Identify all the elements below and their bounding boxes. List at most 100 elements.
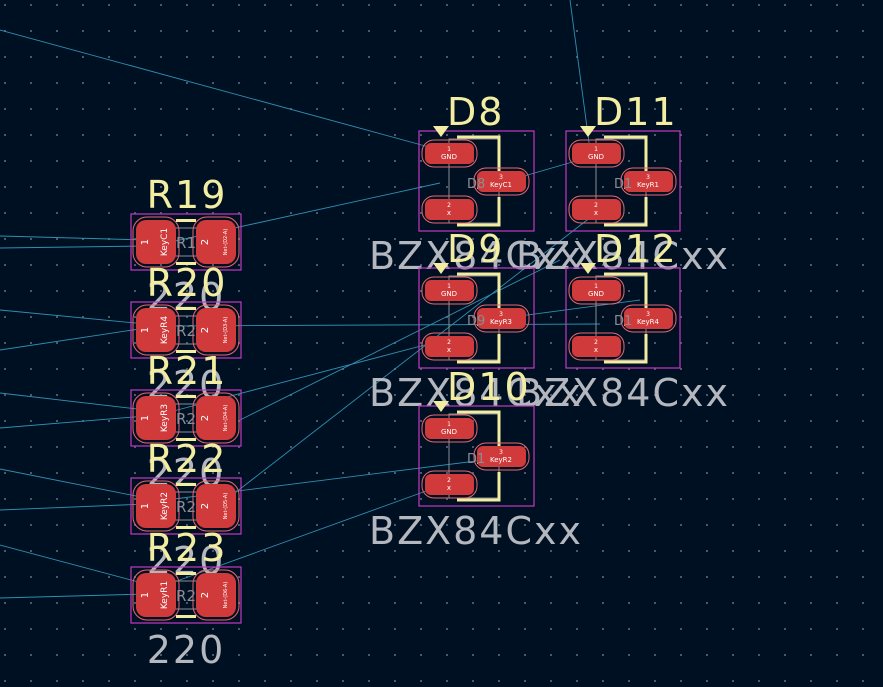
pad-2[interactable] xyxy=(196,484,236,528)
ratsnest-line xyxy=(569,0,591,151)
pad-net-label: KeyR4 xyxy=(637,318,660,326)
pad-number: 1 xyxy=(140,415,151,421)
ratsnest-line xyxy=(239,259,561,421)
ratsnest-line xyxy=(0,327,147,351)
pad-3[interactable] xyxy=(477,446,526,467)
pad-net-label: KeyR3 xyxy=(490,318,512,326)
pin1-marker xyxy=(433,126,449,137)
pad-2[interactable] xyxy=(196,220,236,264)
pad-1[interactable] xyxy=(136,484,176,528)
pad-1[interactable] xyxy=(136,308,176,352)
pad-1[interactable] xyxy=(136,220,176,264)
pad-clearance xyxy=(473,442,530,471)
pad-clearance xyxy=(421,470,478,499)
pad-net-label: x xyxy=(447,346,451,354)
silkscreen-line xyxy=(604,272,648,310)
reference-designator: D9 xyxy=(447,227,504,271)
fab-reference: R2 xyxy=(176,410,196,428)
pad-1[interactable] xyxy=(425,280,474,301)
pad-1[interactable] xyxy=(572,143,621,164)
pad-net-label: x xyxy=(447,209,451,217)
reference-designator: D12 xyxy=(594,227,678,271)
pad-net-label: GND xyxy=(588,153,604,161)
pad-2[interactable] xyxy=(425,199,474,220)
ratsnest-line xyxy=(0,309,147,325)
silkscreen-line xyxy=(176,219,196,222)
silkscreen-line xyxy=(176,483,196,486)
pad-net-label: Net-(D3-A) xyxy=(223,317,229,344)
value-text: BZX84Cxx xyxy=(369,371,583,415)
ratsnest-line xyxy=(0,235,147,241)
pin1-marker xyxy=(433,263,449,274)
silkscreen-line xyxy=(457,334,501,364)
pad-number: 1 xyxy=(447,146,451,153)
reference-designator: D10 xyxy=(447,365,531,409)
courtyard-outline xyxy=(130,301,242,359)
pad-clearance xyxy=(568,332,625,361)
pad-clearance xyxy=(132,569,180,621)
pad-2[interactable] xyxy=(196,396,236,440)
pad-3[interactable] xyxy=(624,171,673,192)
pad-2[interactable] xyxy=(196,573,236,617)
pin1-marker xyxy=(580,126,596,137)
pad-net-label: Net-(D4-A) xyxy=(223,405,229,432)
pad-3[interactable] xyxy=(477,171,526,192)
pad-3[interactable] xyxy=(624,308,673,329)
ratsnest-line xyxy=(0,392,147,411)
pad-clearance xyxy=(192,569,240,621)
ratsnest-line xyxy=(0,503,147,511)
pad-clearance xyxy=(568,195,625,224)
pad-number: 1 xyxy=(594,146,598,153)
ratsnest-line xyxy=(199,209,601,521)
pad-number: 2 xyxy=(447,339,451,346)
pad-2[interactable] xyxy=(425,474,474,495)
pad-number: 2 xyxy=(594,202,598,209)
pad-number: 2 xyxy=(200,239,211,245)
pad-2[interactable] xyxy=(425,336,474,357)
pin1-marker xyxy=(580,263,596,274)
pad-1[interactable] xyxy=(136,396,176,440)
pad-number: 1 xyxy=(140,503,151,509)
pad-number: 3 xyxy=(646,174,650,181)
pad-clearance xyxy=(132,392,180,444)
pad-clearance xyxy=(132,216,180,268)
pad-clearance xyxy=(568,276,625,305)
silkscreen-line xyxy=(176,572,196,575)
pad-2[interactable] xyxy=(572,199,621,220)
ratsnest-line xyxy=(0,593,147,599)
pad-2[interactable] xyxy=(572,336,621,357)
reference-designator: R19 xyxy=(147,173,228,217)
fab-reference: D1 xyxy=(467,452,485,467)
silkscreen-line xyxy=(176,526,196,529)
pad-3[interactable] xyxy=(477,308,526,329)
courtyard-outline xyxy=(418,267,535,369)
pad-2[interactable] xyxy=(196,308,236,352)
pad-1[interactable] xyxy=(425,418,474,439)
pad-net-label: Net-(D2-A) xyxy=(223,229,229,256)
pad-1[interactable] xyxy=(572,280,621,301)
pad-1[interactable] xyxy=(136,573,176,617)
value-text: BZX84Cxx xyxy=(369,509,583,553)
ratsnest-line xyxy=(165,323,601,327)
silkscreen-line xyxy=(604,197,648,227)
fab-reference: R1 xyxy=(176,234,196,252)
pad-net-label: x xyxy=(594,346,598,354)
pad-net-label: KeyR4 xyxy=(160,316,170,345)
reference-designator: D11 xyxy=(594,90,678,134)
pad-clearance xyxy=(620,167,677,196)
pad-number: 1 xyxy=(447,283,451,290)
pad-number: 1 xyxy=(447,421,451,428)
silkscreen-line xyxy=(176,350,196,353)
pad-1[interactable] xyxy=(425,143,474,164)
pad-number: 3 xyxy=(499,311,503,318)
